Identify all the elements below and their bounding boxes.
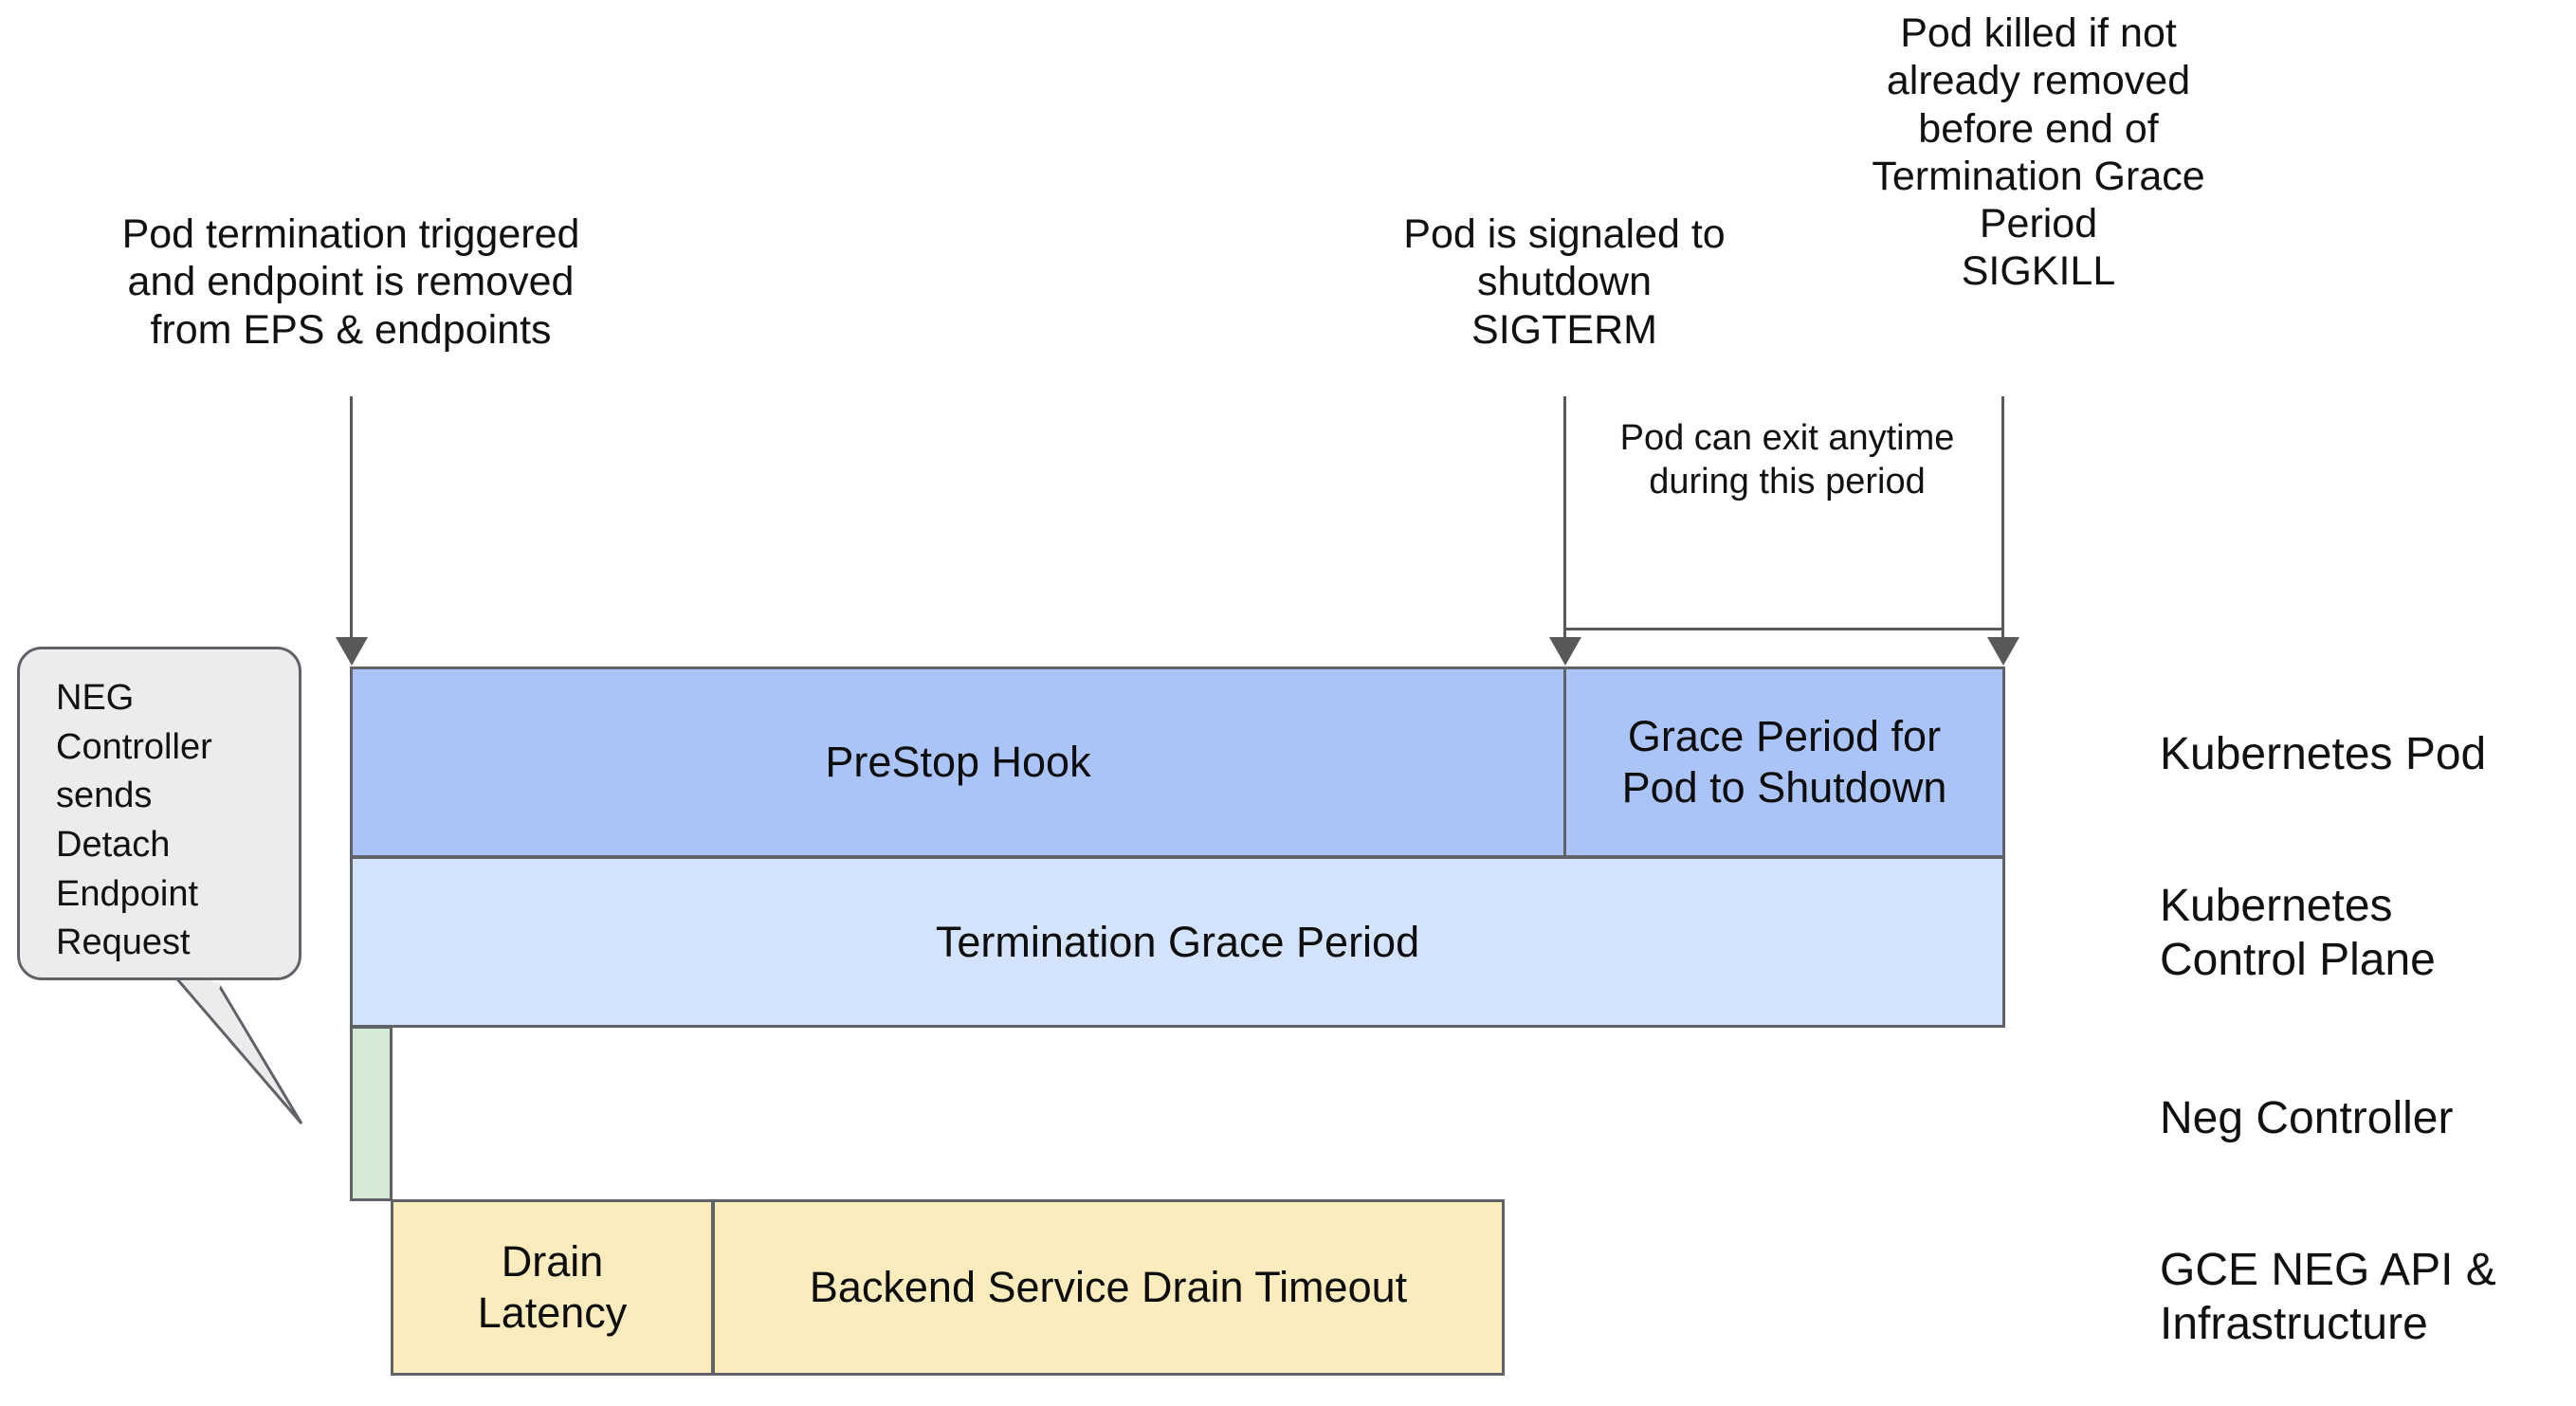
bar-prestop-hook: PreStop Hook bbox=[350, 666, 1566, 858]
bar-backend-service-drain-timeout: Backend Service Drain Timeout bbox=[712, 1199, 1505, 1376]
arrow-head-pod-termination bbox=[336, 637, 368, 666]
bar-termination-grace-period: Termination Grace Period bbox=[350, 856, 2005, 1028]
arrow-head-sigterm bbox=[1549, 637, 1581, 666]
connector-grace-span bbox=[1565, 628, 2003, 630]
row-label-neg-controller: Neg Controller bbox=[2160, 1093, 2454, 1143]
bar-grace-period-for-pod-to-shutdown: Grace Period for Pod to Shutdown bbox=[1563, 666, 2005, 858]
bar-drain-latency: Drain Latency bbox=[391, 1199, 714, 1376]
row-label-kubernetes-pod: Kubernetes Pod bbox=[2160, 729, 2487, 779]
arrow-line-pod-termination bbox=[350, 396, 353, 641]
arrow-head-sigkill bbox=[1987, 637, 2019, 666]
annotation-pod-can-exit-anytime: Pod can exit anytime during this period bbox=[1619, 418, 1955, 502]
row-label-gce-neg-api-infrastructure: GCE NEG API & Infrastructure bbox=[2160, 1245, 2496, 1349]
annotation-sigterm: Pod is signaled to shutdown SIGTERM bbox=[1403, 211, 1726, 353]
annotation-sigkill: Pod killed if not already removed before… bbox=[1872, 10, 2205, 295]
arrow-line-sigterm bbox=[1563, 396, 1566, 641]
bar-neg-detach bbox=[350, 1026, 393, 1201]
row-label-kubernetes-control-plane: Kubernetes Control Plane bbox=[2160, 881, 2436, 985]
callout-neg-controller-detach: NEG Controller sends Detach Endpoint Req… bbox=[17, 647, 301, 980]
arrow-line-sigkill bbox=[2001, 396, 2004, 641]
annotation-pod-termination-triggered: Pod termination triggered and endpoint i… bbox=[121, 211, 580, 353]
